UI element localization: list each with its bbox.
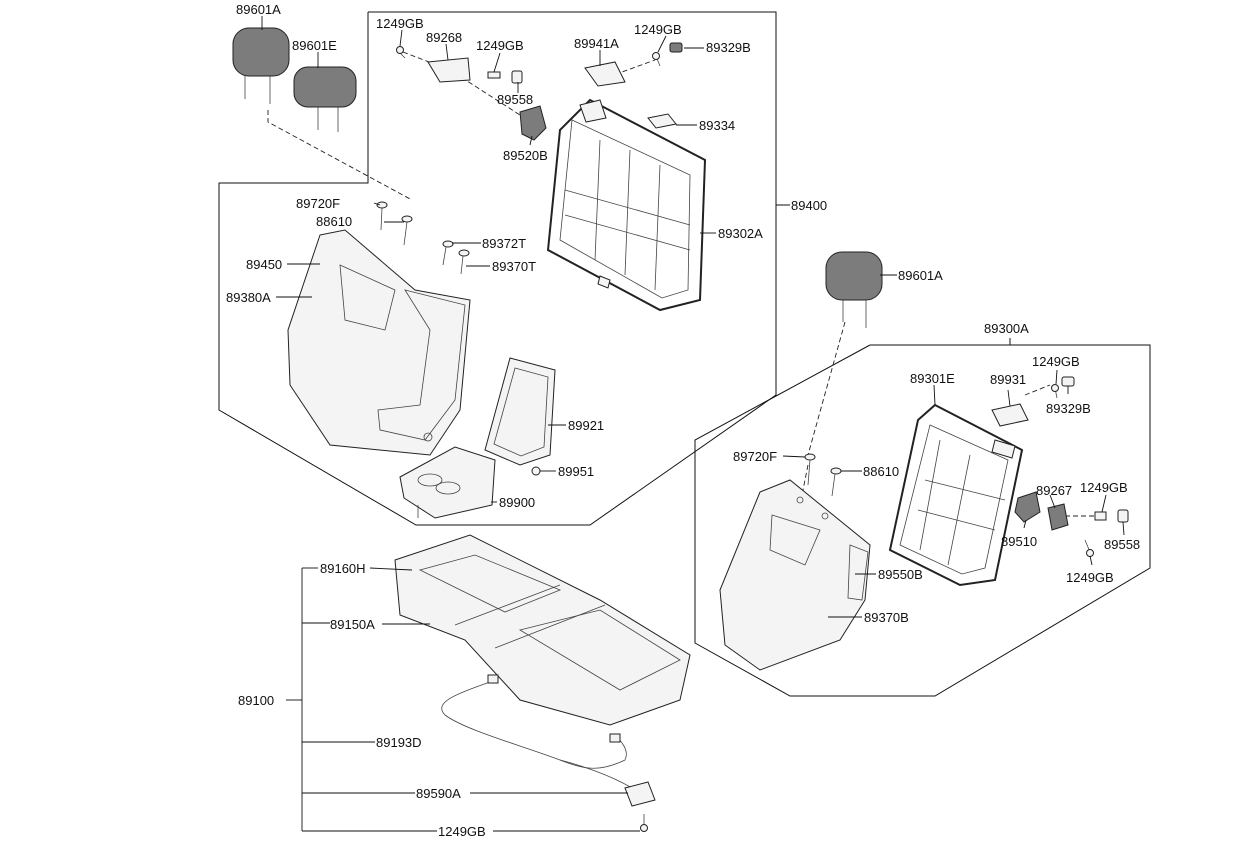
label-89601a-top: 89601A	[236, 2, 281, 17]
label-89720f-left: 89720F	[296, 196, 340, 211]
latch-89520b	[519, 105, 547, 141]
guide-88610-right	[830, 467, 842, 497]
label-89558-top: 89558	[497, 92, 533, 107]
label-1249gb-b: 1249GB	[476, 38, 524, 53]
cover-89931	[991, 403, 1029, 427]
label-89900: 89900	[499, 495, 535, 510]
dash-headrest-to-guide-right	[807, 321, 846, 456]
cover-89334	[647, 113, 677, 129]
bolt-1249gb-a	[396, 46, 406, 59]
label-1249gb-c: 1249GB	[634, 22, 682, 37]
label-89601a-right: 89601A	[898, 268, 943, 283]
guide-89720f-right	[804, 453, 816, 486]
cap-89329b-top	[669, 42, 683, 53]
label-89951: 89951	[558, 464, 594, 479]
label-89550b: 89550B	[878, 567, 923, 582]
group-89400-outline	[218, 11, 777, 526]
bracket-89268	[427, 57, 471, 83]
label-89370t: 89370T	[492, 259, 536, 274]
headrest-89601e	[293, 66, 357, 132]
label-88610-right: 88610	[863, 464, 899, 479]
label-89720f-right: 89720F	[733, 449, 777, 464]
label-89520b: 89520B	[503, 148, 548, 163]
bolt-1249gb-e	[1094, 511, 1107, 521]
label-89300a: 89300A	[984, 321, 1029, 336]
frame-89302a	[546, 98, 707, 312]
label-89941a: 89941A	[574, 36, 619, 51]
latch-89510	[1014, 491, 1041, 523]
label-89558-right: 89558	[1104, 537, 1140, 552]
cap-89329b-right	[1061, 376, 1075, 387]
label-89590a: 89590A	[416, 786, 461, 801]
sensor-89590a	[624, 781, 656, 807]
label-89510: 89510	[1001, 534, 1037, 549]
label-89380a: 89380A	[226, 290, 271, 305]
label-89334: 89334	[699, 118, 735, 133]
dash-bolt-89931	[1024, 384, 1051, 396]
dash-headrest-to-guide-left	[267, 110, 413, 201]
seatback-cover-89370b	[719, 479, 871, 671]
seat-cushion-89150a	[394, 534, 691, 726]
harness-89193d	[441, 674, 633, 789]
label-89150a: 89150A	[330, 617, 375, 632]
guide-89370t	[458, 249, 470, 275]
label-89450: 89450	[246, 257, 282, 272]
label-89601e: 89601E	[292, 38, 337, 53]
bolt-1249gb-f	[1084, 539, 1094, 557]
label-1249gb-d: 1249GB	[1032, 354, 1080, 369]
armrest-cover-89921	[484, 357, 556, 466]
label-89160h: 89160H	[320, 561, 366, 576]
label-89302a: 89302A	[718, 226, 763, 241]
label-89100: 89100	[238, 693, 274, 708]
guide-88610-left	[401, 215, 413, 246]
bolt-1249gb-c	[652, 52, 661, 67]
label-89268: 89268	[426, 30, 462, 45]
label-88610-left: 88610	[316, 214, 352, 229]
label-89400: 89400	[791, 198, 827, 213]
cover-89941a	[584, 61, 626, 87]
bolt-1249gb-d	[1051, 384, 1059, 399]
armrest-89900	[399, 446, 496, 519]
label-1249gb-a: 1249GB	[376, 16, 424, 31]
guide-89372t	[442, 240, 454, 266]
label-1249gb-f: 1249GB	[1066, 570, 1114, 585]
bracket-89267	[1047, 503, 1069, 531]
label-89329b-right: 89329B	[1046, 401, 1091, 416]
part-labels: 89601A 89601E 1249GB 89268 1249GB 89941A…	[226, 2, 1140, 839]
label-89921: 89921	[568, 418, 604, 433]
label-89267: 89267	[1036, 483, 1072, 498]
clip-89558-top	[511, 70, 523, 84]
label-89370b: 89370B	[864, 610, 909, 625]
label-89301e: 89301E	[910, 371, 955, 386]
bolt-1249gb-b	[487, 71, 501, 79]
frame-89301e	[888, 403, 1024, 587]
headrest-89601a-top	[232, 27, 290, 104]
label-89329b-top: 89329B	[706, 40, 751, 55]
headrest-89601a-right	[825, 251, 883, 328]
seatback-cover-89380a	[287, 229, 471, 456]
group-89300a-outline	[694, 344, 1151, 697]
label-89193d: 89193D	[376, 735, 422, 750]
clip-89951	[531, 466, 541, 476]
label-89372t: 89372T	[482, 236, 526, 251]
clip-89558-right	[1117, 509, 1129, 523]
bracket-89100	[286, 567, 437, 832]
label-1249gb-g: 1249GB	[438, 824, 486, 839]
bolt-1249gb-g	[640, 814, 648, 832]
leader-lines	[261, 16, 1125, 832]
label-1249gb-e: 1249GB	[1080, 480, 1128, 495]
guide-89720f-left	[376, 201, 388, 231]
label-89931: 89931	[990, 372, 1026, 387]
